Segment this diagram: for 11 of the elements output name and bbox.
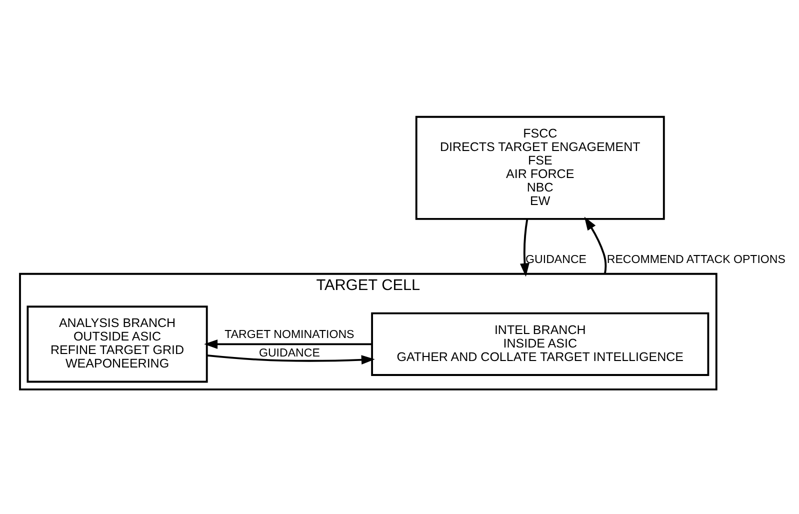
edge-label: TARGET NOMINATIONS [224, 329, 354, 342]
arrow [520, 218, 530, 277]
edge-label: GUIDANCE [258, 347, 320, 360]
arrow [584, 216, 607, 274]
node-box: ANALYSIS BRANCH OUTSIDE ASIC REFINE TARGET GRID WEAPONEERING [26, 306, 208, 383]
arrow [204, 339, 372, 349]
edge-label: RECOMMEND ATTACK OPTIONS [606, 254, 786, 266]
node-box: FSCC DIRECTS TARGET ENGAGEMENT FSE AIR FORCE NBC EW [415, 116, 665, 220]
arrow [206, 354, 375, 365]
node-box: INTEL BRANCH INSIDE ASIC GATHER AND COLLATE TARGET INTELLIGENCE [371, 312, 710, 376]
edge-label: GUIDANCE [526, 254, 586, 266]
